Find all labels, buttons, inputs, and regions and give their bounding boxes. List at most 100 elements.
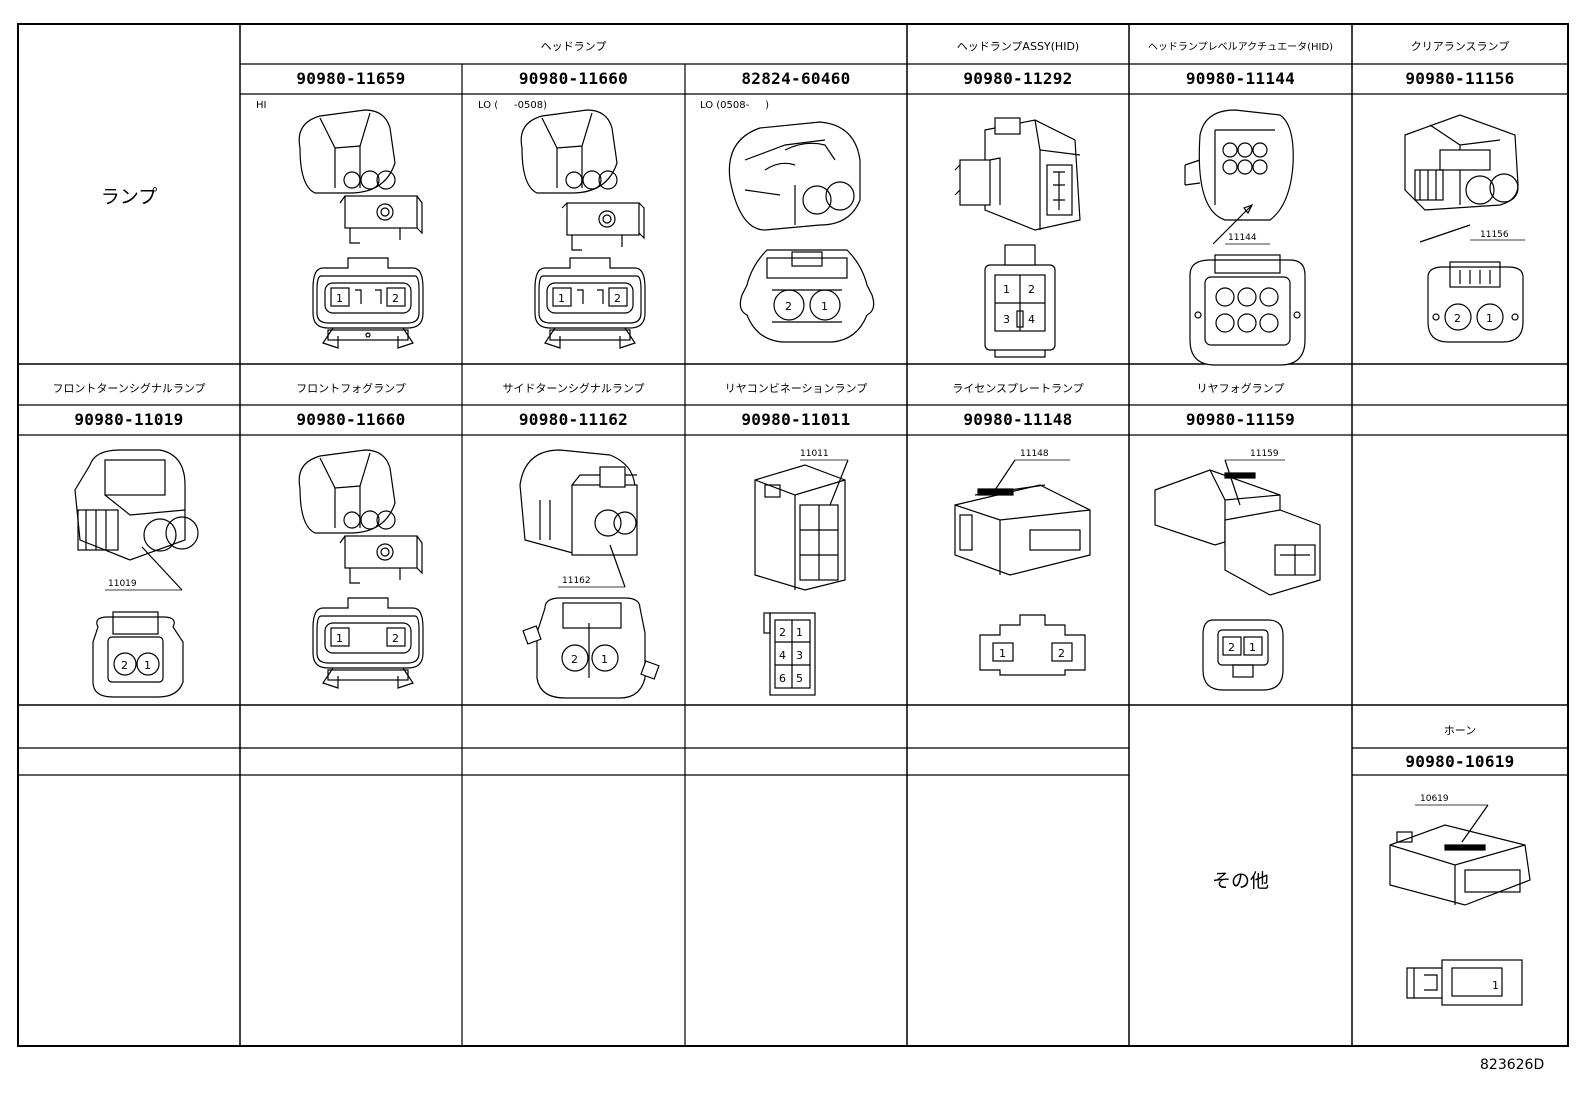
connector-face-11292: 1 2 3 4 xyxy=(984,244,1056,358)
connector-illustration-11011 xyxy=(754,464,846,591)
part-number: 90980-10619 xyxy=(1405,752,1515,771)
callout-11162: 11162 xyxy=(562,576,591,586)
variant-note-hi: HI xyxy=(256,100,267,111)
svg-text:2: 2 xyxy=(121,659,128,672)
svg-text:1: 1 xyxy=(144,659,151,672)
svg-text:2: 2 xyxy=(392,632,399,645)
svg-text:2: 2 xyxy=(571,653,578,666)
group-label-rear-combination: リヤコンビネーションランプ xyxy=(724,382,868,395)
category-label-other: その他 xyxy=(1211,870,1269,892)
connector-illustration-60460 xyxy=(728,121,861,231)
svg-text:1: 1 xyxy=(1249,641,1256,654)
callout-leader-11019 xyxy=(105,546,183,591)
part-number: 90980-11660 xyxy=(518,69,629,88)
callout-leader-10619 xyxy=(1415,804,1489,843)
svg-text:1: 1 xyxy=(601,653,608,666)
svg-text:2: 2 xyxy=(1228,641,1235,654)
svg-text:1: 1 xyxy=(558,292,565,305)
part-number: 90980-11019 xyxy=(74,410,184,429)
connector-illustration-11019 xyxy=(74,449,199,561)
svg-text:1: 1 xyxy=(1003,283,1010,296)
connector-face-11660: 1 2 xyxy=(534,257,646,349)
callout-11156: 11156 xyxy=(1480,230,1509,240)
part-number: 90980-11162 xyxy=(518,410,629,429)
svg-text:1: 1 xyxy=(1486,312,1493,325)
part-number: 90980-11144 xyxy=(1185,69,1296,88)
callout-leader-11144 xyxy=(1212,203,1270,245)
connector-face-60460: 2 1 xyxy=(739,249,875,343)
variant-note-lo-after: LO (0508- ) xyxy=(700,100,770,111)
variant-note-lo-before: LO ( -0508) xyxy=(478,100,548,111)
group-label-headlamp: ヘッドランプ xyxy=(540,40,607,53)
connector-illustration-11144 xyxy=(1184,109,1294,221)
part-number: 90980-11156 xyxy=(1405,69,1515,88)
svg-text:1: 1 xyxy=(1492,979,1499,992)
group-label-headlamp-leveling-actuator: ヘッドランプレベルアクチュエータ(HID) xyxy=(1147,42,1334,53)
connector-face-11148: 1 2 xyxy=(979,614,1086,676)
group-label-front-turn-signal: フロントターンシグナルランプ xyxy=(52,382,206,395)
svg-text:2: 2 xyxy=(392,292,399,305)
part-number: 90980-11011 xyxy=(741,410,851,429)
svg-text:4: 4 xyxy=(779,649,786,662)
callout-11148: 11148 xyxy=(1020,449,1049,459)
svg-text:1: 1 xyxy=(336,292,343,305)
connector-illustration-11148 xyxy=(954,484,1091,576)
callout-11144: 11144 xyxy=(1228,233,1257,243)
connector-illustration-10619 xyxy=(1389,824,1531,906)
drawing-code: 823626D xyxy=(1480,1057,1545,1073)
group-label-clearance-lamp: クリアランスランプ xyxy=(1410,40,1510,53)
connector-face-fog-11660: 1 2 xyxy=(312,597,424,689)
connector-face-11159: 2 1 xyxy=(1202,619,1284,691)
callout-leader-11159 xyxy=(1224,459,1285,506)
connector-face-11659: 1 2 xyxy=(312,257,424,349)
svg-text:2: 2 xyxy=(614,292,621,305)
callout-leader-11148 xyxy=(994,459,1070,491)
part-number: 90980-11292 xyxy=(963,69,1073,88)
svg-text:1: 1 xyxy=(336,632,343,645)
connector-face-11019: 2 1 xyxy=(92,611,184,698)
svg-text:2: 2 xyxy=(1058,647,1065,660)
svg-text:1: 1 xyxy=(821,300,828,313)
connector-illustration-11292 xyxy=(954,117,1081,231)
connector-face-11144 xyxy=(1189,254,1306,366)
svg-text:1: 1 xyxy=(999,647,1006,660)
callout-11159: 11159 xyxy=(1250,449,1279,459)
group-label-side-turn-signal: サイドターンシグナルランプ xyxy=(502,382,645,395)
svg-text:2: 2 xyxy=(779,626,786,639)
callout-leader-11011 xyxy=(800,459,849,506)
svg-text:3: 3 xyxy=(1003,313,1010,326)
connector-illustration-11659 xyxy=(298,109,423,244)
svg-text:1: 1 xyxy=(796,626,803,639)
svg-text:5: 5 xyxy=(796,672,803,685)
connector-illustration-11162 xyxy=(519,449,638,556)
connector-face-11162: 2 1 xyxy=(522,597,660,699)
callout-11019: 11019 xyxy=(108,579,137,589)
callout-10619: 10619 xyxy=(1420,794,1449,804)
part-number: 82824-60460 xyxy=(741,69,851,88)
group-label-horn: ホーン xyxy=(1443,724,1477,737)
category-label-lamp: ランプ xyxy=(100,186,158,208)
part-number: 90980-11148 xyxy=(963,410,1073,429)
part-number: 90980-11660 xyxy=(296,410,406,429)
svg-text:3: 3 xyxy=(796,649,803,662)
group-label-front-fog: フロントフォグランプ xyxy=(296,382,406,395)
svg-text:2: 2 xyxy=(1028,283,1035,296)
svg-text:4: 4 xyxy=(1028,313,1035,326)
callout-leader-11156 xyxy=(1419,224,1525,243)
callout-leader-11162 xyxy=(558,544,626,588)
svg-text:2: 2 xyxy=(1454,312,1461,325)
part-number: 90980-11659 xyxy=(296,69,406,88)
part-number: 90980-11159 xyxy=(1185,410,1296,429)
connector-illustration-11156 xyxy=(1404,114,1519,211)
connector-face-10619: 1 xyxy=(1406,959,1523,1006)
connector-illustration-fog-11660 xyxy=(298,449,423,584)
svg-text:6: 6 xyxy=(779,672,786,685)
callout-11011: 11011 xyxy=(800,449,829,459)
group-label-headlamp-assy-hid: ヘッドランプASSY(HID) xyxy=(956,40,1080,53)
svg-text:2: 2 xyxy=(785,300,792,313)
connector-face-11156: 2 1 xyxy=(1427,261,1524,343)
